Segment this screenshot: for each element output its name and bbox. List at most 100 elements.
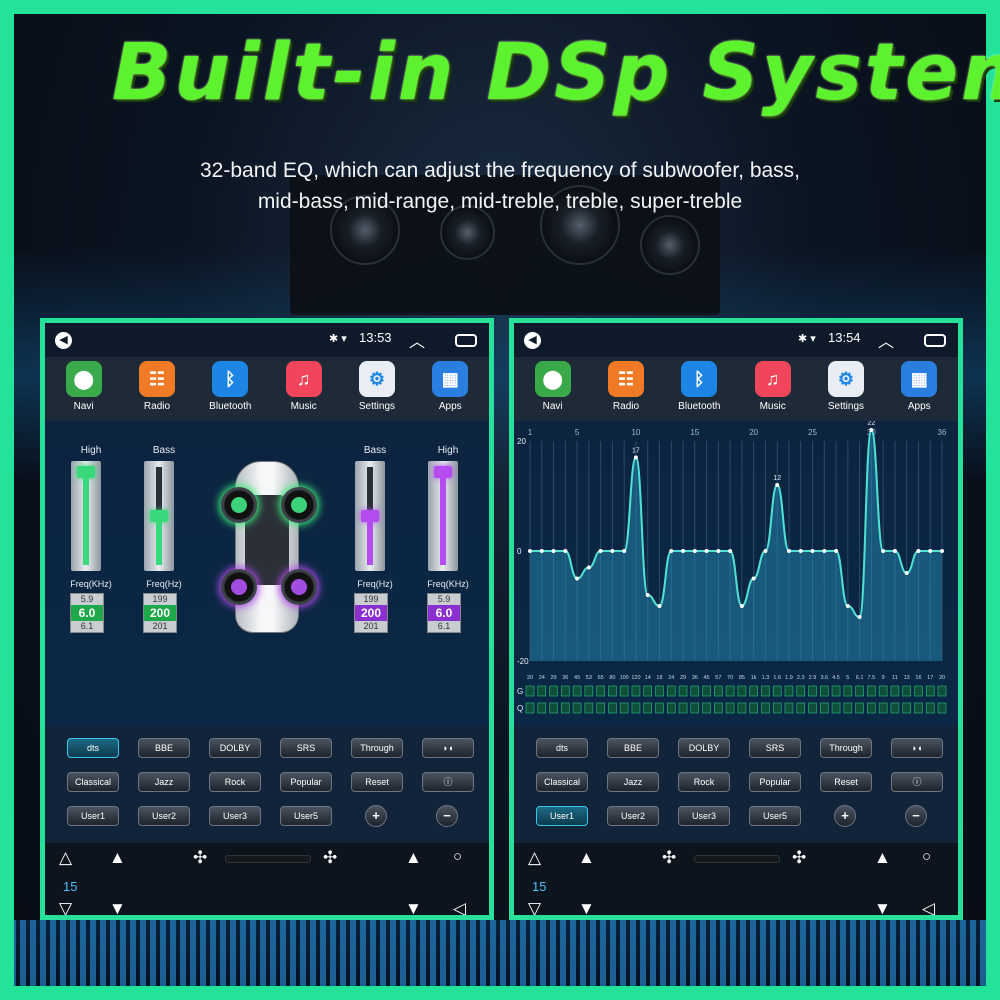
slider-knob[interactable]	[361, 510, 379, 522]
temp-down-icon[interactable]: ▼	[405, 899, 422, 918]
user5-button[interactable]: User5	[280, 806, 332, 826]
app-radio[interactable]: ☷Radio	[125, 361, 189, 412]
app-music[interactable]: ♫Music	[272, 361, 336, 412]
back-nav-icon[interactable]: ◁	[453, 899, 467, 918]
back-button[interactable]: ◀	[55, 332, 72, 349]
app-music[interactable]: ♫Music	[741, 361, 805, 412]
dolby-button[interactable]: DOLBY	[678, 738, 730, 758]
app-navi[interactable]: ⬤Navi	[521, 361, 585, 412]
remove-preset-button[interactable]: −	[436, 805, 458, 827]
slider-knob[interactable]	[77, 465, 95, 478]
temp-down-icon[interactable]: ▼	[109, 899, 126, 918]
slider-track[interactable]	[144, 461, 174, 571]
temp-up-icon[interactable]: ▲	[405, 848, 422, 867]
app-navi[interactable]: ⬤Navi	[52, 361, 116, 412]
temp-up-outline-icon[interactable]: △	[528, 848, 542, 867]
fan-icon[interactable]: ✣	[792, 848, 807, 867]
reset-button[interactable]: Reset	[820, 772, 872, 792]
user1-button[interactable]: User1	[67, 806, 119, 826]
slider-knob[interactable]	[150, 510, 168, 522]
chevron-up-icon[interactable]: ︿	[409, 334, 426, 351]
jazz-button[interactable]: Jazz	[138, 772, 190, 792]
classical-button[interactable]: Classical	[67, 772, 119, 792]
recent-apps-icon[interactable]	[924, 334, 946, 347]
popular-button[interactable]: Popular	[749, 772, 801, 792]
home-icon[interactable]: ○	[922, 848, 932, 865]
dts-button[interactable]: dts	[536, 738, 588, 758]
through-button[interactable]: Through	[820, 738, 872, 758]
dts-button[interactable]: dts	[67, 738, 119, 758]
chevron-up-icon[interactable]: ︿	[878, 334, 895, 351]
reset-button[interactable]: Reset	[351, 772, 403, 792]
add-preset-button[interactable]: +	[834, 805, 856, 827]
bbe-button[interactable]: BBE	[138, 738, 190, 758]
surround-button[interactable]: ◗◖	[891, 738, 943, 758]
info-button[interactable]: ⓘ	[422, 772, 474, 792]
temp-down-outline-icon[interactable]: ▽	[528, 899, 542, 918]
temp-down-outline-icon[interactable]: ▽	[59, 899, 73, 918]
srs-button[interactable]: SRS	[749, 738, 801, 758]
fan-icon[interactable]: ✣	[323, 848, 338, 867]
temp-up-outline-icon[interactable]: △	[59, 848, 73, 867]
slider-track[interactable]	[71, 461, 101, 571]
dolby-button[interactable]: DOLBY	[209, 738, 261, 758]
back-nav-icon[interactable]: ◁	[922, 899, 936, 918]
remove-preset-button[interactable]: −	[905, 805, 927, 827]
user5-button[interactable]: User5	[749, 806, 801, 826]
temp-down-icon[interactable]: ▼	[578, 899, 595, 918]
app-settings[interactable]: ⚙Settings	[345, 361, 409, 412]
app-settings[interactable]: ⚙Settings	[814, 361, 878, 412]
bbe-button[interactable]: BBE	[607, 738, 659, 758]
slider-track[interactable]	[428, 461, 458, 571]
fan-icon[interactable]: ✣	[193, 848, 208, 867]
temp-down-icon[interactable]: ▼	[874, 899, 891, 918]
rock-button[interactable]: Rock	[678, 772, 730, 792]
app-apps[interactable]: ▦Apps	[887, 361, 951, 412]
add-preset-button[interactable]: +	[365, 805, 387, 827]
srs-button[interactable]: SRS	[280, 738, 332, 758]
slider-knob[interactable]	[434, 465, 452, 478]
home-icon[interactable]: ○	[453, 848, 463, 865]
back-button[interactable]: ◀	[524, 332, 541, 349]
eq-freq-label: 29	[550, 675, 556, 681]
temp-up-icon[interactable]: ▲	[109, 848, 126, 867]
app-label: Music	[290, 401, 317, 412]
surround-button[interactable]: ◗◖	[422, 738, 474, 758]
user1-button[interactable]: User1	[536, 806, 588, 826]
through-button[interactable]: Through	[351, 738, 403, 758]
speaker-rear-left[interactable]	[221, 569, 257, 605]
eq-freq-label: 65	[598, 675, 604, 681]
app-radio[interactable]: ☷Radio	[594, 361, 658, 412]
speaker-front-right[interactable]	[281, 487, 317, 523]
user3-button[interactable]: User3	[209, 806, 261, 826]
recent-apps-icon[interactable]	[455, 334, 477, 347]
fan-speed-bar[interactable]	[694, 855, 780, 863]
rock-button[interactable]: Rock	[209, 772, 261, 792]
speaker-rear-right[interactable]	[281, 569, 317, 605]
jazz-button[interactable]: Jazz	[607, 772, 659, 792]
app-apps[interactable]: ▦Apps	[418, 361, 482, 412]
eq-curve-graph[interactable]: 15101520253036200-2017122220242936455365…	[514, 421, 958, 726]
fan-speed-bar[interactable]	[225, 855, 311, 863]
info-button[interactable]: ⓘ	[891, 772, 943, 792]
slider-track[interactable]	[355, 461, 385, 571]
user3-button[interactable]: User3	[678, 806, 730, 826]
user2-button[interactable]: User2	[138, 806, 190, 826]
user2-button[interactable]: User2	[607, 806, 659, 826]
temp-up-icon[interactable]: ▲	[578, 848, 595, 867]
classical-button[interactable]: Classical	[536, 772, 588, 792]
popular-button[interactable]: Popular	[280, 772, 332, 792]
temp-up-icon[interactable]: ▲	[874, 848, 891, 867]
fan-icon[interactable]: ✣	[662, 848, 677, 867]
speaker-front-left[interactable]	[221, 487, 257, 523]
